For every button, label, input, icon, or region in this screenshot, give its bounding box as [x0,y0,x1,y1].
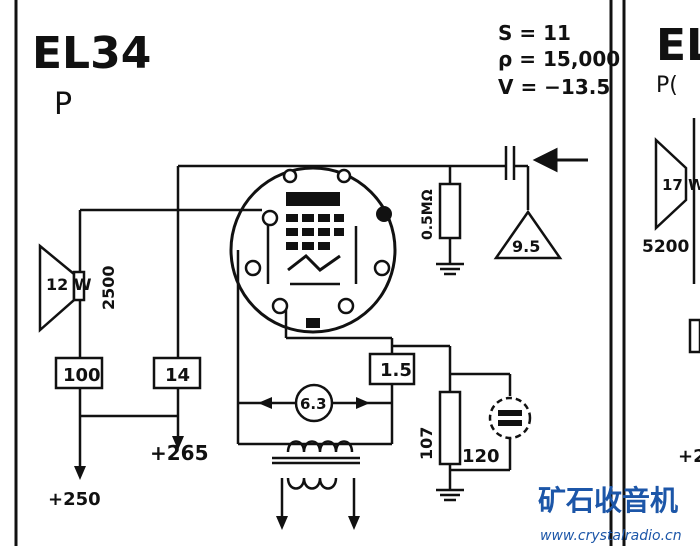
tube-type-label: EL34 [32,28,151,79]
supply-250-label: +250 [48,489,101,510]
speaker-watts-label: 12 W [46,275,92,294]
bias-voltage-label: 9.5 [512,237,540,256]
resistor-box-left [54,356,104,390]
next-impedance: 5200 [642,237,689,257]
speaker-symbol [38,243,86,333]
watermark-url: www.crystalradio.cn [540,528,682,544]
input-arrow [532,147,588,173]
tube-mode-label: P [54,87,72,122]
param-v: V = −13.5 [498,75,610,99]
tube-internals [266,192,392,328]
resistor-box-right-value: 1.5 [380,360,412,381]
lamp-symbol [488,396,532,440]
grid-resistor [438,182,462,240]
transformer-impedance-label: 2500 [99,265,118,310]
wiring [78,146,530,490]
page-frame [14,0,626,546]
param-rho: ρ = 15,000 [498,47,620,71]
next-supply: +2 [678,446,700,467]
bias-triangle [493,209,563,260]
watermark-cn: 矿石收音机 [538,484,678,517]
next-diagram-partial: EL P( 17 W 5200 +2 [642,20,700,467]
supply-arrows [74,436,184,480]
transformer-arrows [276,516,360,530]
resistor-box-right [368,352,416,386]
resistor-box-left-value: 100 [63,365,101,386]
next-tube-type: EL [656,20,700,71]
cathode-resistor-2-value: 120 [462,446,500,467]
next-tube-mode: P( [656,73,678,98]
resistor-box-mid-value: 14 [165,365,190,386]
heater-value: 6.3 [300,395,327,413]
supply-265-label: +265 [150,441,209,465]
cathode-resistor [438,390,462,466]
output-transformer [272,440,360,520]
ground-symbols [436,258,464,502]
param-s: S = 11 [498,21,571,45]
resistor-box-mid [152,356,202,390]
heater-symbol [294,383,334,423]
tube-envelope [229,166,397,334]
cathode-resistor-value: 107 [417,427,436,460]
tube-pins [244,168,391,315]
heater-arrows [258,397,370,409]
grid-resistor-value: 0.5MΩ [420,189,436,240]
next-speaker-watts: 17 W [662,176,700,194]
